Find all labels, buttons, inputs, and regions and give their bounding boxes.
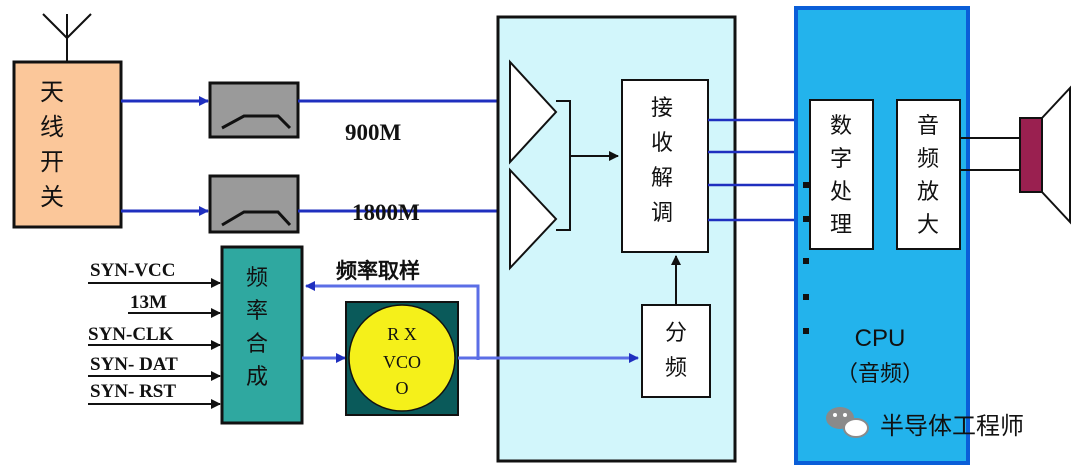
divider-char: 分 <box>665 321 687 346</box>
syn-input-label: SYN-CLK <box>88 324 174 345</box>
syn-input-label: SYN- RST <box>90 381 176 402</box>
dsp-char: 字 <box>830 147 852 172</box>
antenna-icon <box>42 13 92 62</box>
demodulator-char: 接 <box>651 96 673 121</box>
synth-char: 成 <box>246 365 268 390</box>
synth-char: 合 <box>246 332 268 357</box>
syn-input-label: SYN- DAT <box>90 354 178 375</box>
cpu-sublabel: （音频） <box>836 362 924 387</box>
dsp-char: 理 <box>830 213 852 238</box>
divider-box <box>641 304 711 398</box>
feedback-line <box>305 281 480 360</box>
rx-vco-circle <box>348 304 456 412</box>
cpu-label: CPU <box>855 325 906 352</box>
vco-label-line1: R X <box>387 324 417 344</box>
divider-char: 频 <box>665 356 687 381</box>
vco-label-line3: O <box>396 378 409 398</box>
watermark: 半导体工程师 <box>826 407 1024 440</box>
audio-amp-char: 放 <box>917 180 939 205</box>
dsp-char: 处 <box>830 180 852 205</box>
demodulator-char: 调 <box>651 201 673 226</box>
antenna-switch-char: 线 <box>40 113 64 141</box>
antenna-switch-char: 关 <box>40 183 64 211</box>
audio-amp-char: 频 <box>917 147 939 172</box>
demodulator-char: 收 <box>651 131 673 156</box>
synth-char: 率 <box>246 299 268 324</box>
filter-900-box <box>208 81 300 139</box>
vco-label-line2: VCO <box>383 352 421 372</box>
antenna-switch-char: 天 <box>40 78 64 106</box>
audio-amp-box <box>896 99 961 250</box>
cpu-pin-marks <box>803 182 809 334</box>
antenna-switch-char: 开 <box>40 148 64 176</box>
syn-input-label: SYN-VCC <box>90 260 176 281</box>
lna-900-triangle <box>509 59 558 165</box>
freq-sampling-label: 频率取样 <box>336 259 420 283</box>
filter-1800-box <box>208 174 300 234</box>
syn-input-label: 13M <box>130 292 167 313</box>
audio-amp-char: 大 <box>917 213 939 238</box>
antenna-switch-box <box>12 60 123 229</box>
combine-line <box>556 100 571 231</box>
band-900-label: 900M <box>345 120 402 145</box>
audio-amp-char: 音 <box>917 114 939 139</box>
demodulator-box <box>621 79 709 253</box>
dsp-char: 数 <box>830 114 852 139</box>
dsp-box <box>809 99 874 250</box>
synth-char: 频 <box>246 266 268 291</box>
lna-1800-triangle <box>509 167 558 271</box>
band-1800-label: 1800M <box>352 200 420 225</box>
watermark-text: 半导体工程师 <box>880 412 1024 440</box>
wechat-icon <box>826 407 869 438</box>
demodulator-char: 解 <box>651 166 673 191</box>
speaker-icon <box>1019 85 1071 225</box>
freq-synthesizer-box <box>220 245 304 425</box>
